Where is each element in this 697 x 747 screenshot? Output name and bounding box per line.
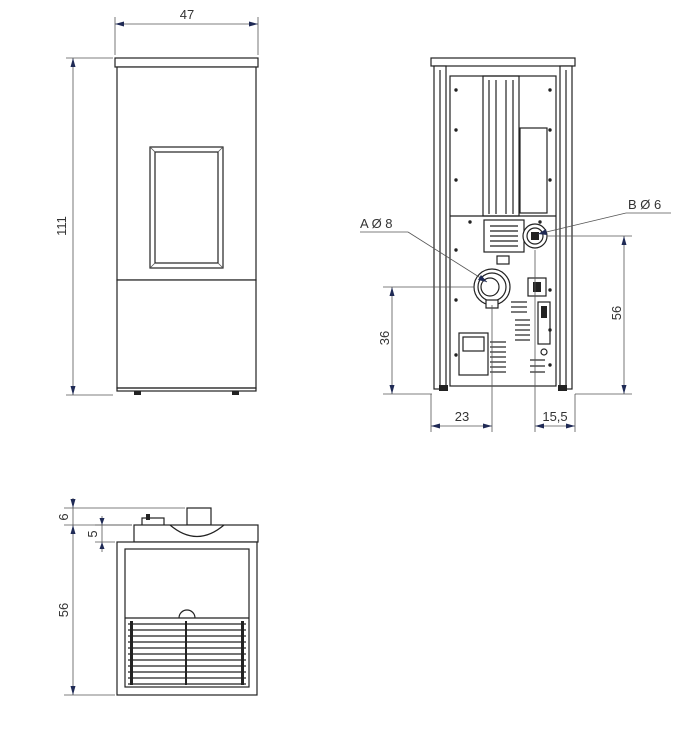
top-flue-collar: [186, 507, 212, 526]
front-foot-right: [232, 391, 239, 395]
front-width-label: 47: [180, 7, 194, 22]
front-door-glass: [154, 151, 219, 264]
outlet-b-label: B Ø 6: [628, 197, 661, 212]
height-b-label: 56: [609, 306, 624, 320]
outlet-a-label: A Ø 8: [360, 216, 393, 231]
front-height-label: 111: [54, 216, 69, 236]
top-depth-label: 56: [56, 603, 71, 617]
rear-view: A Ø 8 B Ø 6 36 56 23 15,5: [360, 57, 671, 432]
offset-left-label: 23: [455, 409, 469, 424]
front-view: 47 111: [54, 7, 259, 396]
top-grille: [128, 621, 246, 685]
height-a-label: 36: [377, 331, 392, 345]
front-top-cap: [114, 57, 259, 68]
front-foot-left: [134, 391, 141, 395]
front-lower-body: [116, 279, 257, 389]
rear-louvres: [490, 301, 545, 373]
rear-top-cap: [430, 57, 576, 67]
top-offset1-label: 6: [56, 513, 71, 520]
top-view: 6 5 56: [56, 498, 259, 696]
top-rear-box: [133, 524, 259, 543]
front-door-window: [149, 146, 224, 269]
top-offset2-label: 5: [85, 530, 100, 537]
offset-right-label: 15,5: [542, 409, 567, 424]
